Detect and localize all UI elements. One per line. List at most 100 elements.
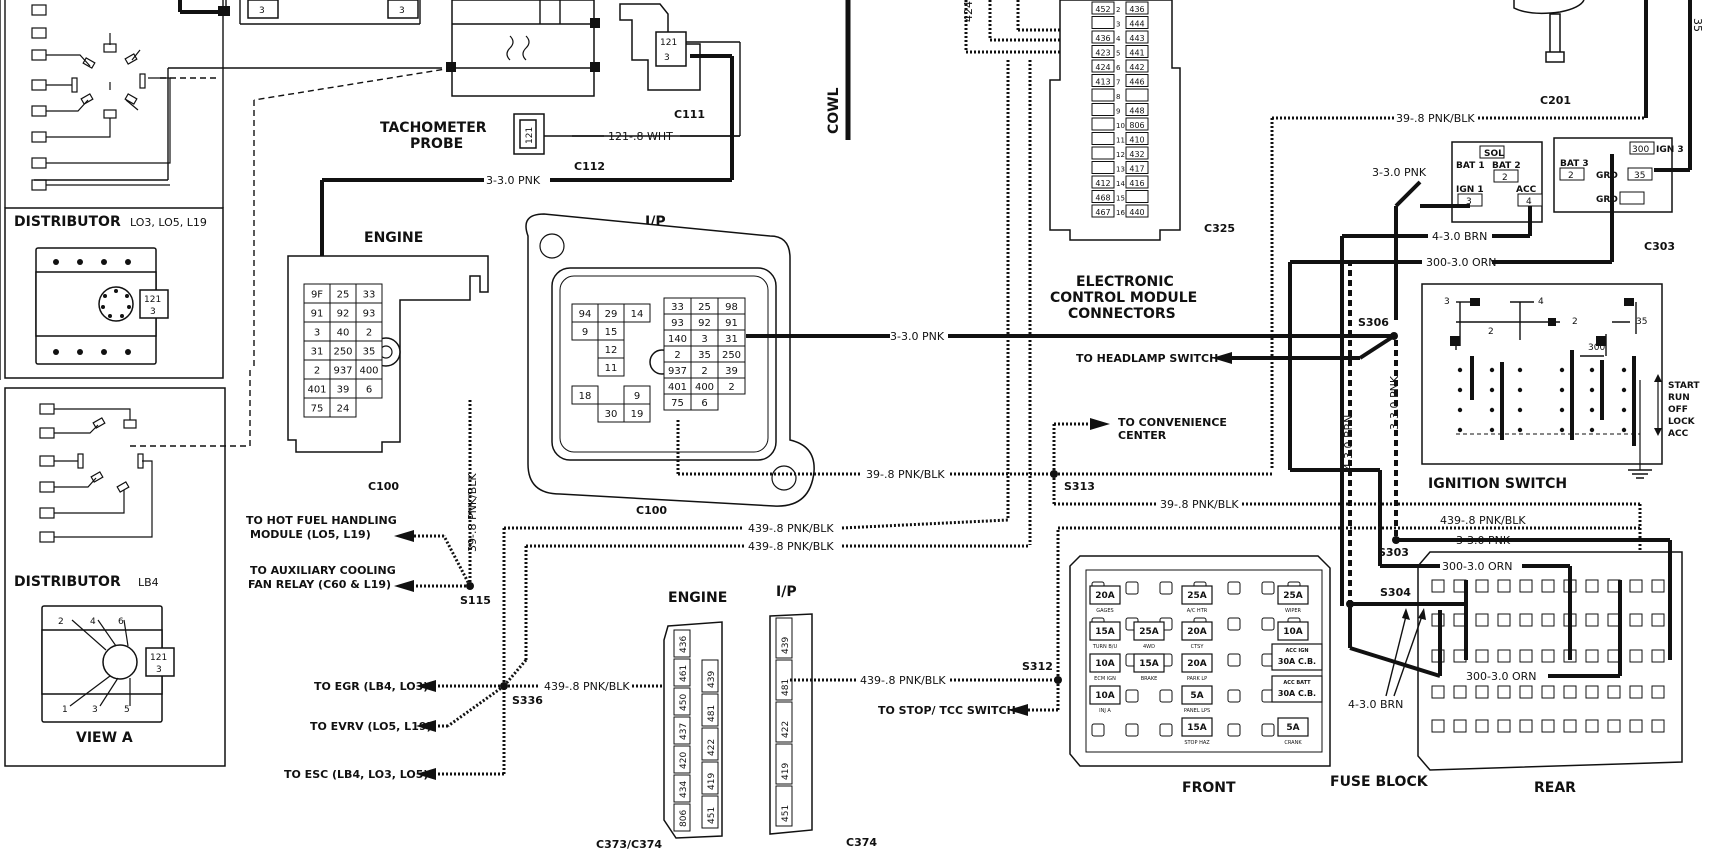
fuse-amp: 25A bbox=[1139, 627, 1159, 637]
ip-right-pin: 35 bbox=[698, 350, 711, 361]
ecm-left-pin: 452 bbox=[1095, 5, 1110, 14]
c303-pin-2b: 2 bbox=[1568, 171, 1574, 181]
fuse-name: WIPER bbox=[1285, 608, 1302, 614]
ecm-left-pin: 436 bbox=[1095, 34, 1110, 43]
ecm-left-pin: 412 bbox=[1095, 179, 1110, 188]
fuse-block-label: FUSE BLOCK bbox=[1330, 774, 1429, 790]
c303-connector: SOL BAT 1 BAT 2 2 IGN 1 ACC 3 4 300 IGN … bbox=[1451, 137, 1684, 253]
ign-contact-bar bbox=[1632, 356, 1636, 446]
s115-label: S115 bbox=[460, 594, 491, 607]
engine-c100-pin: 35 bbox=[363, 347, 376, 358]
ign-contact-dot bbox=[1589, 427, 1595, 433]
c303-pin-35: 35 bbox=[1634, 171, 1645, 181]
wire-3-pnk-top: 3-3.0 PNK bbox=[486, 174, 541, 187]
ecm-right-pin: 436 bbox=[1129, 5, 1144, 14]
rear-label: REAR bbox=[1534, 780, 1576, 796]
cowl-label: COWL bbox=[826, 87, 842, 134]
ip-left-pin: 30 bbox=[605, 409, 618, 420]
s313-label: S313 bbox=[1064, 480, 1095, 493]
rear-terminal bbox=[1519, 613, 1533, 627]
ip-right-pin: 92 bbox=[698, 318, 711, 329]
rear-terminal bbox=[1453, 719, 1467, 733]
rear-terminal bbox=[1431, 579, 1445, 593]
ecm-left-pin: 468 bbox=[1095, 194, 1110, 203]
rear-terminal bbox=[1475, 579, 1489, 593]
rear-terminal bbox=[1519, 685, 1533, 699]
engine-c100-pin: 39 bbox=[337, 385, 350, 396]
ip-c374-title: I/P bbox=[776, 584, 797, 600]
fuse-name: PARK LP bbox=[1187, 676, 1207, 682]
ecm-right-pin: 416 bbox=[1129, 179, 1144, 188]
ecm-right-pin: 442 bbox=[1129, 63, 1144, 72]
ecm-left-pin: 423 bbox=[1095, 49, 1110, 58]
ip-right-pin: 3 bbox=[701, 334, 707, 345]
ign-contact-dot bbox=[1559, 407, 1565, 413]
ecm-left-pin: 467 bbox=[1095, 208, 1110, 217]
ignition-switch-label: IGNITION SWITCH bbox=[1428, 476, 1567, 492]
c303-grd2: GRD bbox=[1596, 195, 1618, 205]
ign-contact-dot bbox=[1457, 387, 1463, 393]
engine-c100-title: ENGINE bbox=[364, 230, 423, 246]
ecm-row-num: 13 bbox=[1116, 166, 1125, 174]
s312-label: S312 bbox=[1022, 660, 1053, 673]
c373-pin: 450 bbox=[679, 694, 689, 711]
engine-c100-pin: 9F bbox=[311, 290, 323, 301]
tach-probe-label-1: TACHOMETER bbox=[380, 120, 487, 136]
ip-left-pin: 12 bbox=[605, 345, 618, 356]
distributor-lb4-label: DISTRIBUTOR bbox=[14, 574, 121, 590]
engine-c100-pin: 40 bbox=[337, 328, 350, 339]
engine-c100-pin: 93 bbox=[363, 309, 376, 320]
ign-pin-3: 3 bbox=[1444, 297, 1450, 307]
ecm-row-num: 9 bbox=[1116, 108, 1120, 116]
wire-300-orn-mid: 300-3.0 ORN bbox=[1442, 560, 1513, 573]
rear-terminal bbox=[1651, 719, 1665, 733]
wire-4-brn-top: 4-3.0 BRN bbox=[1432, 230, 1487, 243]
rear-terminal bbox=[1453, 685, 1467, 699]
ip-right-pin: 39 bbox=[725, 366, 738, 377]
c374-pin: 422 bbox=[781, 721, 791, 738]
ign-contact-dot bbox=[1517, 427, 1523, 433]
ecm-right-pin: 446 bbox=[1129, 78, 1144, 87]
rear-terminal bbox=[1651, 649, 1665, 663]
fuse-name: INJ A bbox=[1099, 708, 1111, 714]
ecm-right-pin: 441 bbox=[1129, 49, 1144, 58]
ecm-c325-connector: 424 234567891011121314151645243642342441… bbox=[962, 0, 1235, 322]
rear-terminal bbox=[1519, 649, 1533, 663]
dist2-num-2: 2 bbox=[58, 617, 64, 627]
engine-c100-pin: 33 bbox=[363, 290, 376, 301]
sw-off: OFF bbox=[1668, 405, 1688, 415]
rear-terminal bbox=[1585, 685, 1599, 699]
ign-contact-dot bbox=[1489, 387, 1495, 393]
c303-acc: ACC bbox=[1516, 185, 1537, 195]
tach-probe-label-2: PROBE bbox=[410, 136, 463, 152]
ip-right-pin: 91 bbox=[725, 318, 738, 329]
rear-terminal bbox=[1431, 719, 1445, 733]
top-conn-pin-b: 3 bbox=[399, 6, 405, 16]
fuse-name: BRAKE bbox=[1141, 676, 1158, 682]
ip-left-pin: 94 bbox=[579, 309, 592, 320]
ign-contact-bar bbox=[1500, 362, 1504, 440]
rear-terminal bbox=[1497, 579, 1511, 593]
ecm-right-pin: 410 bbox=[1129, 136, 1144, 145]
ecm-row-num: 6 bbox=[1116, 64, 1121, 72]
fuse-amp: 5A bbox=[1190, 691, 1203, 701]
c303-pin-2a: 2 bbox=[1502, 173, 1508, 183]
ign-contact-bar bbox=[1570, 350, 1574, 440]
fuse-name: A/C HTR bbox=[1187, 608, 1208, 614]
ign-contact-bar bbox=[1600, 360, 1604, 420]
ign-contact-bar bbox=[1470, 356, 1474, 400]
ip-right-pin: 98 bbox=[725, 302, 738, 313]
c373-inner-pin: 481 bbox=[707, 705, 717, 722]
engine-c100-pin: 24 bbox=[337, 404, 350, 415]
rear-terminal bbox=[1651, 613, 1665, 627]
c374-pin: 481 bbox=[781, 679, 791, 696]
wire-300-orn-low: 300-3.0 ORN bbox=[1466, 670, 1537, 683]
ecm-right-pin: 806 bbox=[1129, 121, 1144, 130]
c303-pin-3: 3 bbox=[1466, 197, 1472, 207]
